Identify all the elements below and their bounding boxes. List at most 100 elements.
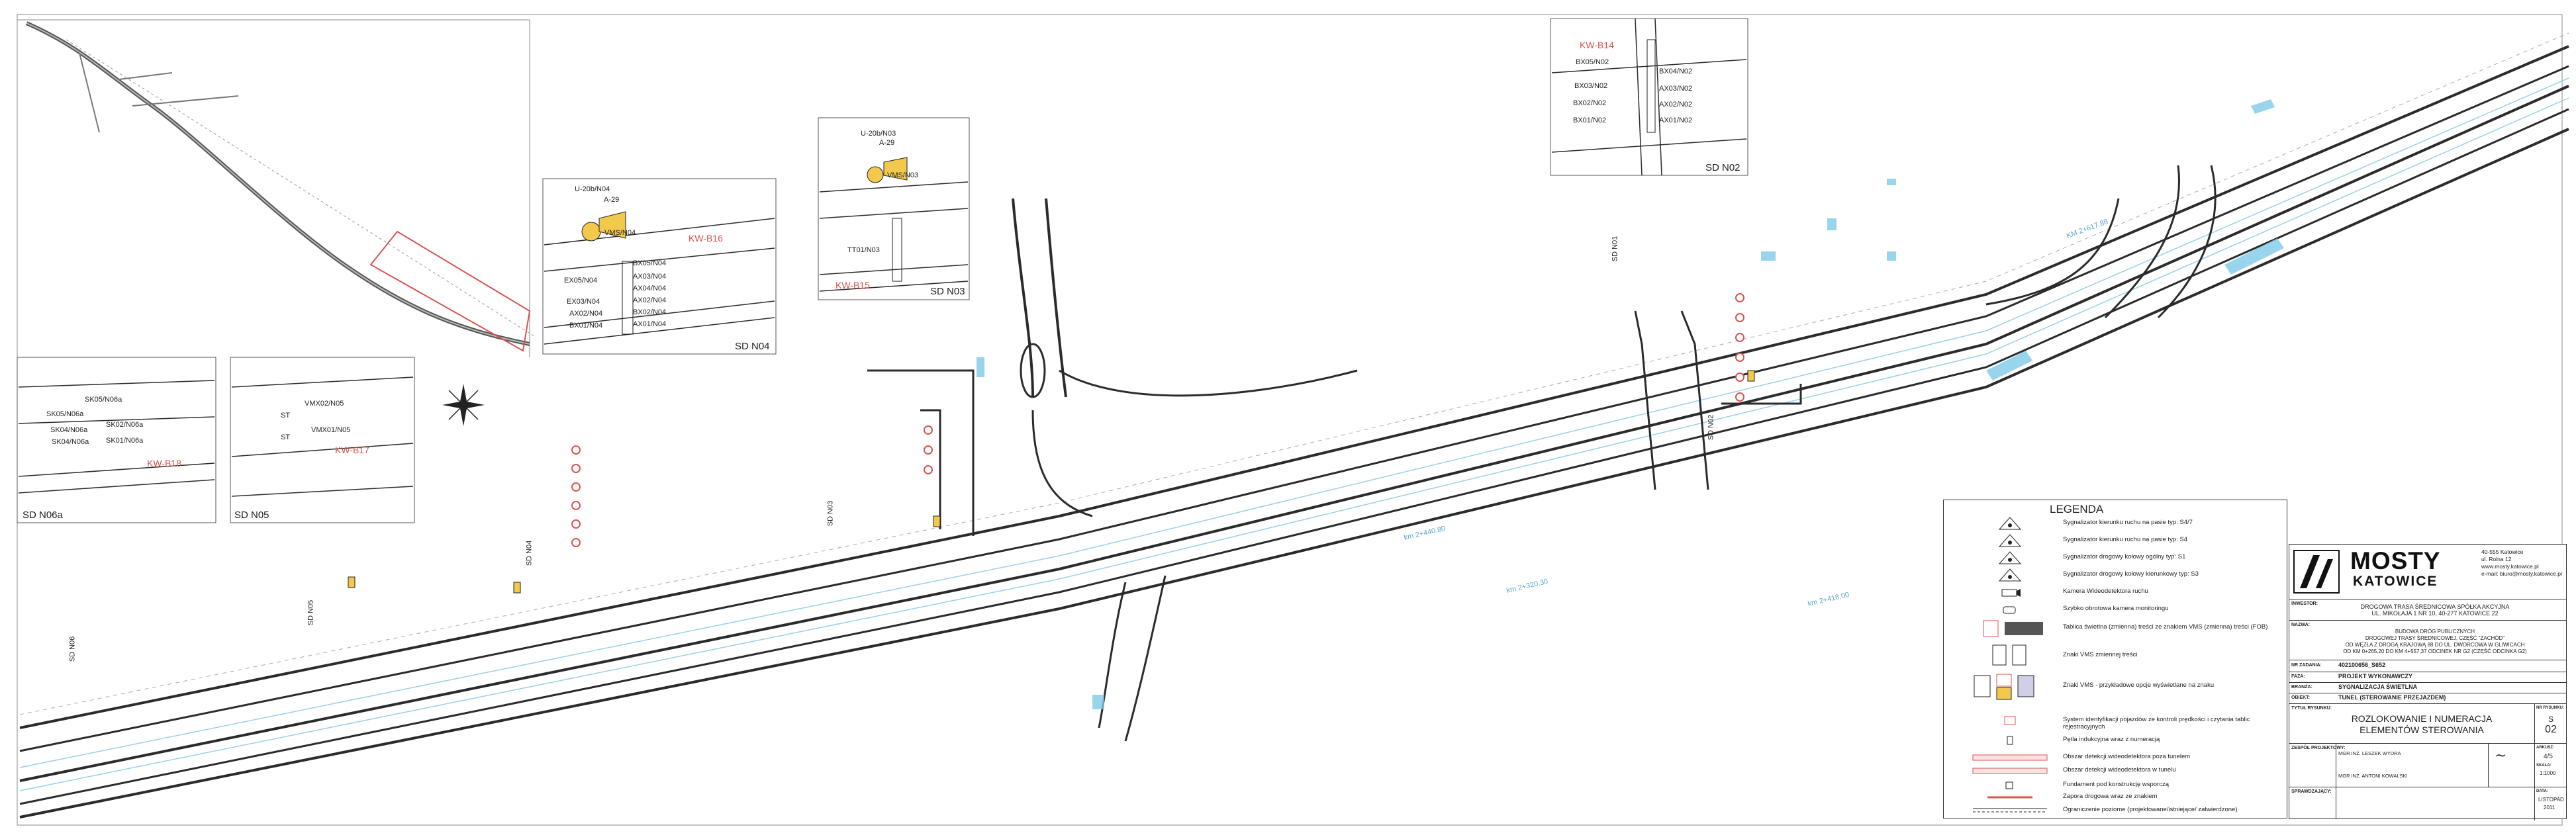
sym-vms-icon [1970, 644, 2050, 666]
legend-text: Sygnalizator drogowy kołowy kierunkowy t… [2063, 570, 2199, 578]
sym-anpr-icon [1970, 712, 2050, 729]
legend-row: Sygnalizator kierunku ruchu na pasie typ… [1944, 532, 2288, 549]
n04-label: BX02/N04 [633, 308, 667, 316]
sym-loop-icon [1970, 732, 2050, 749]
phase-row: FAZA: PROJEKT WYKONAWCZY [2289, 672, 2566, 683]
sym-barrier-icon [1970, 789, 2050, 806]
n04-label: AX03/N04 [633, 273, 667, 281]
legend-row: Kamera Wideodetektora ruchu [1944, 584, 2288, 601]
inset-title-n03: SD N03 [930, 286, 965, 297]
n05-label: VMX01/N05 [311, 426, 351, 434]
n05-label: VMX02/N05 [305, 400, 344, 408]
main-label: SD N06 [68, 636, 77, 662]
legend-text: Sygnalizator kierunku ruchu na pasie typ… [2063, 536, 2187, 543]
investor-row: INWESTOR: DROGOWA TRASA ŚREDNICOWA SPÓŁK… [2289, 599, 2566, 621]
legend-text: Pętla indukcyjna wraz z numeracją [2063, 736, 2160, 743]
company-address: 40-555 Katowice ul. Rolna 12 www.mosty.k… [2481, 549, 2562, 577]
road-label-n03: KW-B15 [835, 280, 870, 290]
legend-row: Pętla indukcyjna wraz z numeracją [1944, 732, 2288, 749]
sym-detect-out-icon [1970, 749, 2050, 766]
n02-label: BX02/N02 [1573, 99, 1607, 107]
sym-s3-icon [1970, 566, 2050, 584]
n06a-label: SK05/N06a [85, 396, 122, 404]
n02-label: BX05/N02 [1576, 58, 1609, 66]
legend-row: System identyfikacji pojazdów ze kontrol… [1944, 712, 2288, 730]
n06a-label: SK04/N06a [50, 426, 88, 434]
n02-label: BX01/N02 [1573, 116, 1607, 124]
sym-ptz-icon [1970, 601, 2050, 618]
n05-label: ST [281, 433, 291, 441]
inset-roads [18, 18, 1747, 497]
road-label-n04: KW-B16 [689, 233, 723, 243]
n06a-label: SK05/N06a [46, 410, 84, 418]
branch-row: BRANŻA: SYGNALIZACJA ŚWIETLNA [2289, 682, 2566, 693]
n04-label: AX01/N04 [633, 320, 667, 328]
legend-text: Tablica świetlna (zmienna) treści ze zna… [2063, 623, 2268, 631]
sym-camera-icon [1970, 584, 2050, 601]
n05-label: ST [281, 412, 291, 420]
n04-label: AX02/N04 [569, 310, 603, 318]
company-name: MOSTY [2350, 547, 2441, 574]
inset-title-n04: SD N04 [735, 341, 770, 352]
n04-label: EX05/N04 [564, 277, 598, 285]
main-label: SD N01 [1611, 236, 1619, 262]
legend-text: Kamera Wideodetektora ruchu [2063, 588, 2148, 595]
main-label: SD N03 [826, 500, 835, 527]
n04-label: AX04/N04 [633, 285, 667, 292]
legend-row: Sygnalizator drogowy kołowy kierunkowy t… [1944, 566, 2288, 584]
n04-label: VMS/N04 [604, 229, 636, 237]
legend-row: Tablica świetlna (zmienna) treści ze zna… [1944, 619, 2288, 637]
designer-row: ZESPÓŁ PROJEKTOWY: MGR INŻ. LESZEK WYDRA… [2289, 743, 2566, 820]
object-row: OBIEKT: TUNEL (STEROWANIE PRZEJAZDEM) [2289, 693, 2566, 704]
sym-vms-options-icon [1970, 674, 2050, 700]
legend-row: Fundament pod konstrukcję wsporczą [1944, 777, 2288, 794]
legend-row: Zapora drogowa wraz ze znakiem [1944, 789, 2288, 806]
n04-label: A-29 [604, 196, 620, 204]
key-plan [17, 19, 537, 357]
n03-label: TT01/N03 [847, 246, 880, 254]
legend-text: Znaki VMS zmiennej treści [2063, 651, 2138, 658]
task-row: NR ZADANIA: 402100656_S652 [2289, 660, 2566, 672]
legend: LEGENDA Sygnalizator kierunku ruchu na p… [1943, 500, 2287, 818]
legend-row: Znaki VMS zmiennej treści [1944, 644, 2288, 666]
sym-marking-icon [1970, 802, 2050, 819]
main-label: SD N05 [307, 599, 315, 626]
drawing-title-row: TYTUŁ RYSUNKU: ROZLOKOWANIE I NUMERACJA … [2289, 703, 2566, 744]
signature: ~ [2495, 748, 2507, 764]
junction-east [1634, 165, 2217, 490]
legend-text: Fundament pod konstrukcję wsporczą [2063, 781, 2169, 788]
title-block: MOSTY KATOWICE 40-555 Katowice ul. Rolna… [2289, 544, 2567, 820]
n04-label: U-20b/N04 [575, 185, 610, 193]
legend-row: Obszar detekcji wideodetektora w tunelu [1944, 762, 2288, 779]
n04-label: EX03/N04 [567, 298, 600, 306]
sym-s1-icon [1970, 549, 2050, 566]
legend-row: Szybko obrotowa kamera monitoringu [1944, 601, 2288, 618]
legend-text: Znaki VMS - przykładowe opcje wyświetlan… [2063, 682, 2215, 689]
north-arrow-icon [442, 384, 485, 426]
company-subname: KATOWICE [2353, 574, 2438, 589]
legend-text: Obszar detekcji wideodetektora w tunelu [2063, 766, 2176, 773]
yellow-signs [348, 370, 1755, 594]
n02-label: AX02/N02 [1659, 101, 1693, 109]
road-label-n06a: KW-B18 [147, 458, 181, 468]
mosty-logo-icon [2293, 550, 2340, 594]
n06a-label: SK04/N06a [52, 438, 89, 446]
legend-text: Sygnalizator kierunku ruchu na pasie typ… [2063, 519, 2193, 526]
legend-row: Obszar detekcji wideodetektora poza tune… [1944, 749, 2288, 766]
legend-text: Zapora drogowa wraz ze znakiem [2063, 793, 2158, 800]
n02-label: BX03/N02 [1574, 82, 1608, 90]
n06a-label: SK02/N06a [106, 421, 144, 429]
signal-symbols [581, 39, 1656, 335]
n02-label: BX04/N02 [1659, 67, 1693, 75]
legend-row: Sygnalizator drogowy kołowy ogólny typ: … [1944, 549, 2288, 566]
n03-label: U-20b/N03 [861, 130, 896, 138]
main-label: SD N04 [525, 540, 534, 566]
n02-label: AX03/N02 [1659, 85, 1693, 93]
blue-areas [977, 99, 2284, 709]
legend-text: Szybko obrotowa kamera monitoringu [2063, 605, 2169, 612]
approver-row: SPRAWDZAJĄCY: DATA: LISTOPAD 2011 [2289, 787, 2566, 819]
road-label-n02: KW-B14 [1580, 40, 1614, 50]
project-row: NAZWA: BUDOWA DRÓG PUBLICZNYCH DROGOWEJ … [2289, 620, 2566, 660]
legend-text: System identyfikacji pojazdów ze kontrol… [2063, 716, 2250, 730]
